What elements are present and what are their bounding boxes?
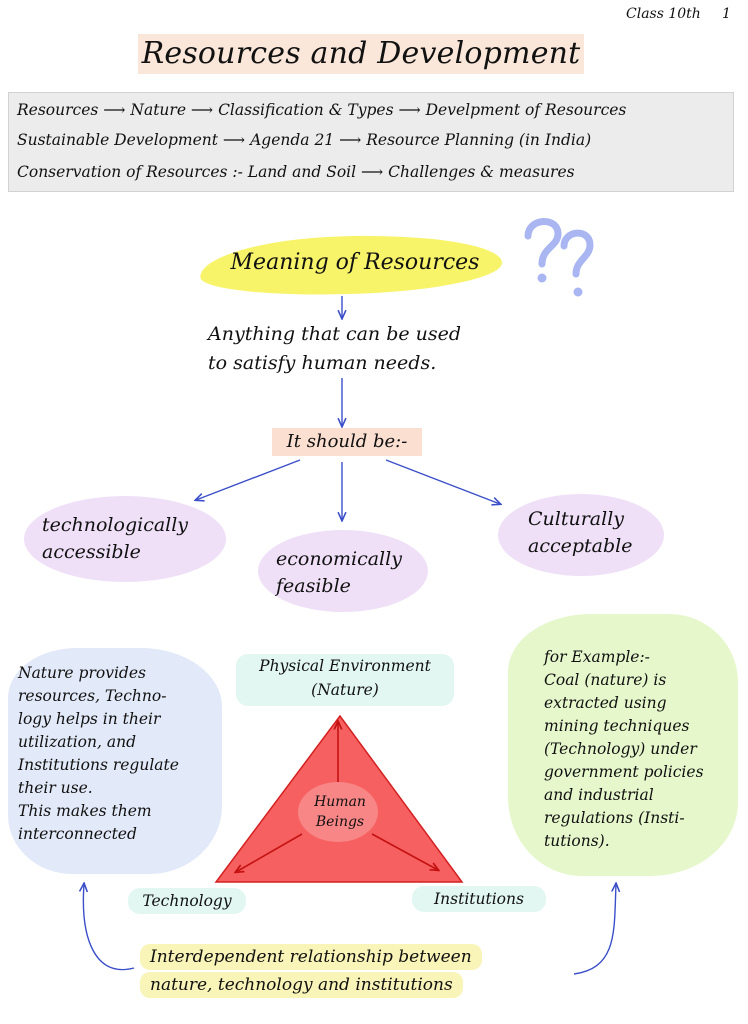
left-note-text: Nature provides resources, Techno- logy … [18,662,179,846]
human-beings-circle [298,782,378,842]
note-line: resources, Techno- [18,687,167,705]
note-line: extracted using [544,694,667,712]
class-label: Class 10th [626,6,701,22]
note-line: Nature provides [18,664,146,682]
topic-line: Resources ⟶ Nature ⟶ Classification & Ty… [17,101,627,119]
note-line: (Technology) under [544,740,697,758]
criteria-cultural: Culturally acceptable [528,506,632,560]
question-marks-icon [524,218,594,297]
nature-label: Physical Environment (Nature) [236,654,454,706]
note-line: interconnected [18,825,137,843]
criteria-technological-oval [24,496,226,582]
note-line: This makes them [18,802,152,820]
arrow-to-right-note [573,884,616,975]
arrow-to-institutions [371,833,438,870]
page-title: Resources and Development [138,34,584,74]
bottom-note: Interdependent relationship between natu… [130,944,570,1000]
criteria-economic: economically feasible [276,546,402,600]
institutions-label: Institutions [412,886,546,912]
topics-box: Resources ⟶ Nature ⟶ Classification & Ty… [8,92,734,192]
nature-label-line: Physical Environment [259,657,431,675]
note-line: for Example:- [544,648,650,666]
note-line: utilization, and [18,733,136,751]
note-line: logy helps in their [18,710,161,728]
arrow-to-technology [236,833,303,872]
criteria-line: feasible [276,575,351,597]
criteria-line: economically [276,548,402,570]
triangle-diagram: Human Beings [214,714,464,883]
arrow-to-cultural [385,459,500,504]
definition-text: Anything that can be used to satisfy hum… [208,320,461,378]
note-line: government policies [544,763,704,781]
flow-arrows [0,296,748,530]
curved-arrows [60,870,640,975]
criteria-line: accessible [42,541,141,563]
note-line: tutions). [544,832,610,850]
topic-line: Sustainable Development ⟶ Agenda 21 ⟶ Re… [17,131,592,149]
should-be-label: It should be:- [272,428,422,456]
bottom-note-line: nature, technology and institutions [140,972,463,998]
nature-label-line: (Nature) [311,681,379,699]
criteria-line: Culturally [528,508,625,530]
right-note-cloud [508,614,738,876]
criteria-cultural-oval [498,494,664,576]
definition-line: to satisfy human needs. [208,352,437,374]
note-line: and industrial [544,786,654,804]
criteria-line: technologically [42,514,189,536]
note-line: their use. [18,779,93,797]
human-beings-line2: Beings [315,814,364,830]
note-line: Coal (nature) is [544,671,667,689]
meaning-heading: Meaning of Resources [230,250,480,275]
criteria-economic-oval [258,530,428,612]
human-beings-line1: Human [313,794,366,810]
page-number: 1 [722,6,731,22]
criteria-line: acceptable [528,535,633,557]
note-line: mining techniques [544,717,690,735]
technology-label: Technology [128,888,246,914]
arrow-to-left-note [83,884,135,971]
note-line: regulations (Insti- [544,809,685,827]
left-note-cloud [8,648,222,874]
bottom-note-line: Interdependent relationship between [140,944,482,970]
definition-line: Anything that can be used [208,323,462,345]
criteria-technological: technologically accessible [42,512,188,566]
topic-line: Conservation of Resources :- Land and So… [17,163,575,181]
right-note-text: for Example:- Coal (nature) is extracted… [544,646,704,853]
note-line: Institutions regulate [18,756,179,774]
arrow-to-technological [196,459,301,500]
